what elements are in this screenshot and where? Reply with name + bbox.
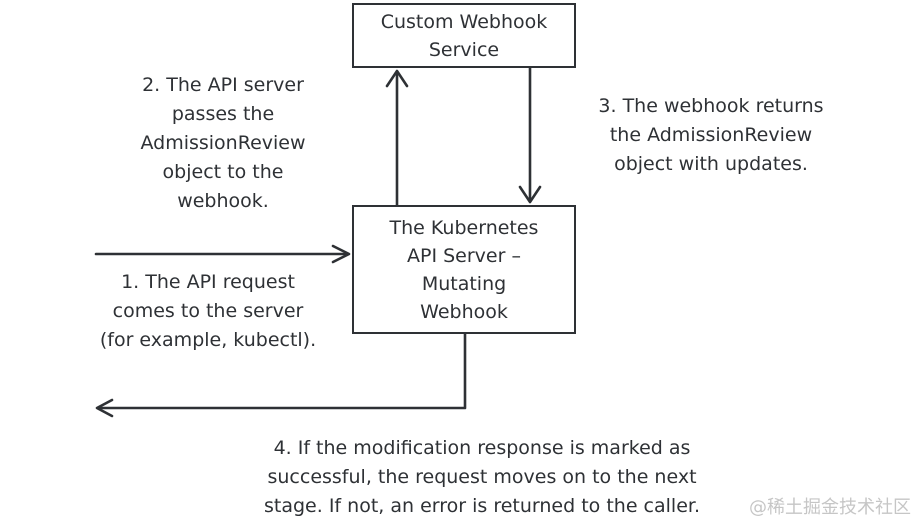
annotation-line: stage. If not, an error is returned to t… <box>264 495 700 517</box>
box-label-line: Webhook <box>420 300 508 323</box>
kubernetes-api-server-box: The Kubernetes API Server – Mutating Web… <box>352 205 576 334</box>
annotation-line: passes the <box>171 103 275 125</box>
arrow-api-request-icon <box>94 244 351 264</box>
arrow-apiserver-to-webhook-icon <box>385 69 409 207</box>
annotation-line: object with updates. <box>614 153 808 175</box>
annotation-step3: 3. The webhook returns the AdmissionRevi… <box>566 92 856 179</box>
box-label-line: API Server – <box>407 244 521 267</box>
annotation-line: successful, the request moves on to the … <box>267 466 697 488</box>
annotation-line: webhook. <box>177 190 269 212</box>
annotation-line: object to the <box>162 161 284 183</box>
annotation-line: 4. If the modification response is marke… <box>273 437 691 459</box>
annotation-line: comes to the server <box>112 300 304 322</box>
custom-webhook-service-box: Custom Webhook Service <box>352 3 576 68</box>
annotation-step1: 1. The API request comes to the server (… <box>58 268 358 355</box>
annotation-step4: 4. If the modification response is marke… <box>181 434 783 521</box>
box-label-line: Custom Webhook <box>380 10 548 33</box>
annotation-line: 3. The webhook returns <box>598 95 824 117</box>
annotation-line: the AdmissionReview <box>609 124 813 146</box>
annotation-line: AdmissionReview <box>140 132 306 154</box>
juejin-watermark: @稀土掘金技术社区 <box>749 497 911 518</box>
arrow-response-to-caller-icon <box>95 332 467 418</box>
box-label-line: Mutating <box>421 272 507 295</box>
annotation-line: (for example, kubectl). <box>99 329 317 351</box>
box-label-line: Service <box>428 38 500 61</box>
box-label-line: The Kubernetes <box>389 216 539 239</box>
annotation-step2: 2. The API server passes the AdmissionRe… <box>103 71 343 216</box>
annotation-line: 1. The API request <box>121 271 295 293</box>
arrow-webhook-to-apiserver-icon <box>518 66 542 204</box>
annotation-line: 2. The API server <box>142 74 304 96</box>
